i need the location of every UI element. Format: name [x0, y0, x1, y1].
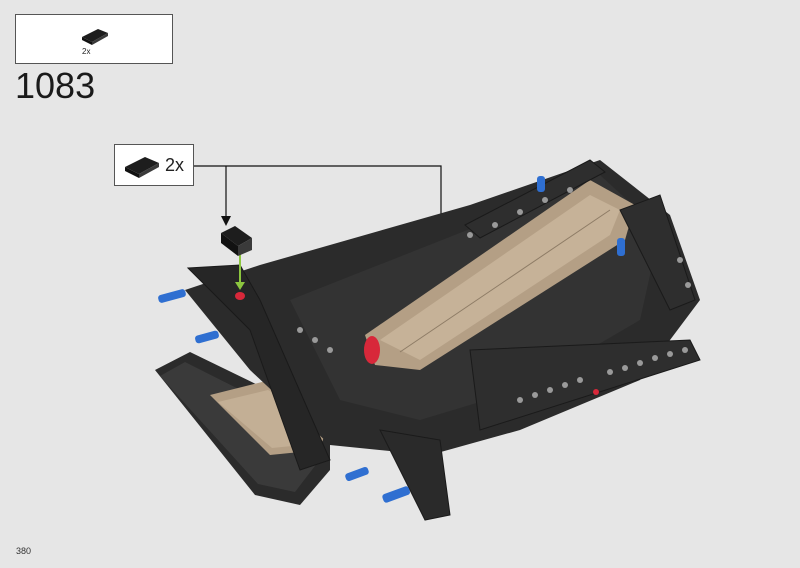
parts-list-quantity: 2x [82, 47, 91, 56]
black-slope-brick-icon [125, 157, 159, 178]
black-slope-brick-icon [221, 226, 252, 256]
step-number: 1083 [15, 65, 96, 106]
black-slope-brick-icon [82, 29, 108, 45]
arrow-down-icon [221, 216, 231, 226]
blue-pins [158, 176, 625, 503]
rear-black-panel [155, 352, 330, 505]
callout-box: 2x [114, 144, 194, 186]
page-number: 380 [16, 546, 32, 556]
parts-list-box: 2x [15, 14, 173, 64]
central-tan-panel [365, 180, 635, 370]
beam-holes [297, 187, 691, 403]
green-arrow-icon [235, 254, 245, 290]
callout-quantity: 2x [165, 155, 185, 175]
red-accent-piece [235, 292, 599, 395]
